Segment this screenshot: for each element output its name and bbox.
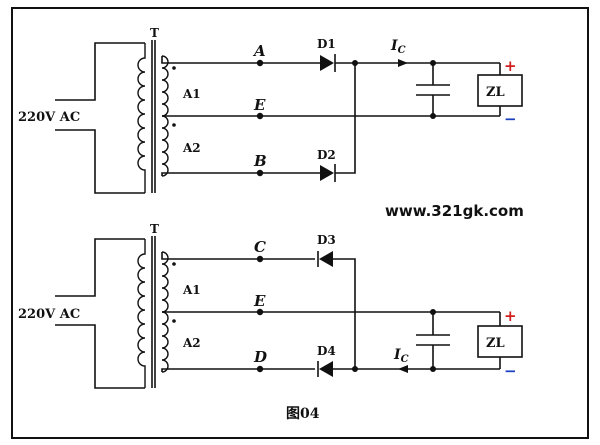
plus-sign: + <box>504 57 517 75</box>
secondary-coil-lower <box>161 311 169 373</box>
node-a-dot <box>256 59 264 67</box>
node-b-dot <box>256 169 264 177</box>
diode-label-bottom: D4 <box>317 344 336 358</box>
wire-top <box>161 252 315 260</box>
secondary-coil-lower <box>161 115 169 177</box>
junction-dot-2 <box>352 366 358 372</box>
diode-label-top: D1 <box>317 37 336 51</box>
diode-label-top: D3 <box>317 233 336 247</box>
load-label: ZL <box>486 336 505 351</box>
winding-label-a1: A1 <box>182 87 201 101</box>
junction-dot-1 <box>352 60 358 66</box>
wire-top <box>161 56 320 64</box>
node-label-bottom: D <box>253 348 267 366</box>
diode-label-bottom: D2 <box>317 148 336 162</box>
node-c-dot <box>256 255 264 263</box>
diode-d3-triangle <box>319 251 333 267</box>
secondary-coil-upper <box>161 251 169 313</box>
figure-caption: 图04 <box>286 406 320 422</box>
ac-source-label: 220V AC <box>18 307 80 322</box>
node-label-top: A <box>252 42 266 60</box>
plus-sign: + <box>504 307 517 325</box>
primary-coil <box>137 239 146 388</box>
wire-anode-bus <box>333 258 356 369</box>
node-e-dot <box>256 308 264 316</box>
node-label-bottom: B <box>253 152 267 170</box>
node-label-top: C <box>254 238 266 256</box>
secondary-coil-upper <box>161 55 169 117</box>
ac-lead-top <box>55 42 145 101</box>
circuit-2: 220V AC T A1 A2 C E D D3 D4 IC <box>18 222 523 389</box>
winding-label-a1: A1 <box>182 283 201 297</box>
node-e-dot <box>256 112 264 120</box>
polarity-dot-a1 <box>172 66 176 70</box>
load-label: ZL <box>486 85 505 100</box>
ac-lead-top <box>55 238 145 297</box>
diode-d2-triangle <box>320 165 334 181</box>
minus-sign: − <box>504 362 517 380</box>
winding-label-a2: A2 <box>182 141 201 155</box>
figure-frame <box>11 7 589 439</box>
primary-coil <box>137 43 146 193</box>
current-arrow <box>398 59 408 67</box>
wire-bottom <box>161 172 320 176</box>
load-box <box>477 74 523 107</box>
diode-d1-triangle <box>320 55 334 71</box>
website-text: www.321gk.com <box>385 202 524 220</box>
polarity-dot-a2 <box>172 319 176 323</box>
wire-bottom <box>161 368 315 372</box>
current-label: IC <box>390 38 406 56</box>
polarity-dot-a1 <box>172 262 176 266</box>
transformer-label: T <box>150 26 159 40</box>
transformer-label: T <box>150 222 159 236</box>
ac-lead-bottom <box>55 129 145 194</box>
node-label-middle: E <box>253 96 266 114</box>
ac-source-label: 220V AC <box>18 110 80 125</box>
current-arrow <box>398 365 408 373</box>
minus-sign: − <box>504 110 517 128</box>
node-d-dot <box>256 365 264 373</box>
polarity-dot-a2 <box>172 123 176 127</box>
circuit-1: 220V AC T A1 A2 A E B D1 D2 <box>18 26 523 194</box>
wire-cathode-bus <box>335 63 356 174</box>
load-box <box>477 325 523 358</box>
diode-d4-triangle <box>319 361 333 377</box>
current-label: IC <box>393 347 409 365</box>
winding-label-a2: A2 <box>182 336 201 350</box>
node-label-middle: E <box>253 292 266 310</box>
ac-lead-bottom <box>55 324 145 389</box>
